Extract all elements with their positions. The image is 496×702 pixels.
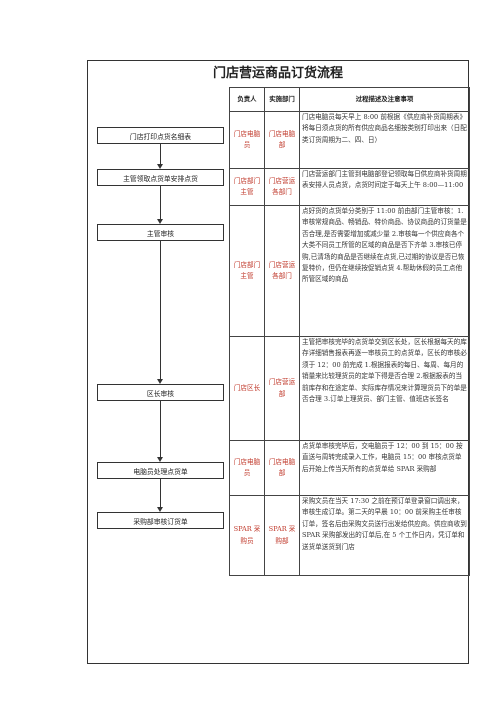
dept-cell: 门店电脑部 <box>264 440 300 496</box>
flow-connector <box>160 241 161 379</box>
table-row: 门店部门主管 门店营运各部门 点好货的点货单分类别于 11:00 前由部门主管审… <box>229 205 470 337</box>
flow-step-district-review: 区长审核 <box>97 384 224 401</box>
header-role: 负责人 <box>229 87 265 112</box>
flow-step-clerk-process: 电脑员处理点货单 <box>97 462 224 479</box>
desc-cell: 门店电脑员每天早上 8:00 前根据《供应商补货周期表》将每日须点货的所有供应商… <box>299 111 470 169</box>
role-cell: 门店部门主管 <box>229 205 265 337</box>
arrow-down-icon <box>157 507 163 512</box>
desc-cell: 点好货的点货单分类别于 11:00 前由部门主管审核：1.审核常规商品、畅销品、… <box>299 205 470 337</box>
process-table: 负责人 实施部门 过程描述及注意事项 门店电脑员 门店电脑部 门店电脑员每天早上… <box>229 87 470 576</box>
flow-connector <box>160 144 161 164</box>
dept-cell: 门店营运各部门 <box>264 205 300 337</box>
desc-cell: 门店营运部门主管到电脑部登记领取每日供应商补货周期表安排人员点货，点货时间定于每… <box>299 168 470 206</box>
desc-cell: 采购文员在当天 17:30 之前在预订单登录窗口调出来，审核生成订单。第二天的早… <box>299 495 470 576</box>
dept-cell: 门店营运各部门 <box>264 168 300 206</box>
table-row: 门店区长 门店营运部 主管把审核完毕的点货单交到区长处，区长根据每天的库存详细销… <box>229 336 470 441</box>
flow-connector <box>160 186 161 219</box>
flow-step-print: 门店打印点货名细表 <box>97 127 224 144</box>
arrow-down-icon <box>157 379 163 384</box>
arrow-down-icon <box>157 164 163 169</box>
role-cell: 门店电脑员 <box>229 111 265 169</box>
flow-step-purchasing-review: 采购部审核订货单 <box>97 512 224 529</box>
arrow-down-icon <box>157 219 163 224</box>
header-desc: 过程描述及注意事项 <box>299 87 470 112</box>
dept-cell: 门店电脑部 <box>264 111 300 169</box>
header-dept: 实施部门 <box>264 87 300 112</box>
table-row: 门店电脑员 门店电脑部 门店电脑员每天早上 8:00 前根据《供应商补货周期表》… <box>229 111 470 169</box>
desc-cell: 点货单审核完毕后，交电脑员于 12：00 到 15：00 按直送与周转完成录入工… <box>299 440 470 496</box>
table-row: 门店部门主管 门店营运各部门 门店营运部门主管到电脑部登记领取每日供应商补货周期… <box>229 168 470 206</box>
role-cell: 门店区长 <box>229 336 265 441</box>
table-row: 门店电脑员 门店电脑部 点货单审核完毕后，交电脑员于 12：00 到 15：00… <box>229 440 470 496</box>
dept-cell: 门店营运部 <box>264 336 300 441</box>
role-cell: SPAR 采购员 <box>229 495 265 576</box>
table-row: SPAR 采购员 SPAR 采购部 采购文员在当天 17:30 之前在预订单登录… <box>229 495 470 576</box>
desc-cell: 主管把审核完毕的点货单交到区长处，区长根据每天的库存详细销售报表再逐一审核员工的… <box>299 336 470 441</box>
page-title: 门店营运商品订货流程 <box>212 66 343 81</box>
dept-cell: SPAR 采购部 <box>264 495 300 576</box>
flow-connector <box>160 479 161 507</box>
arrow-down-icon <box>157 457 163 462</box>
role-cell: 门店部门主管 <box>229 168 265 206</box>
role-cell: 门店电脑员 <box>229 440 265 496</box>
flow-step-assign: 主管领取点货单安排点货 <box>97 169 224 186</box>
flow-connector <box>160 401 161 457</box>
flow-step-supervisor-review: 主管审核 <box>97 224 224 241</box>
